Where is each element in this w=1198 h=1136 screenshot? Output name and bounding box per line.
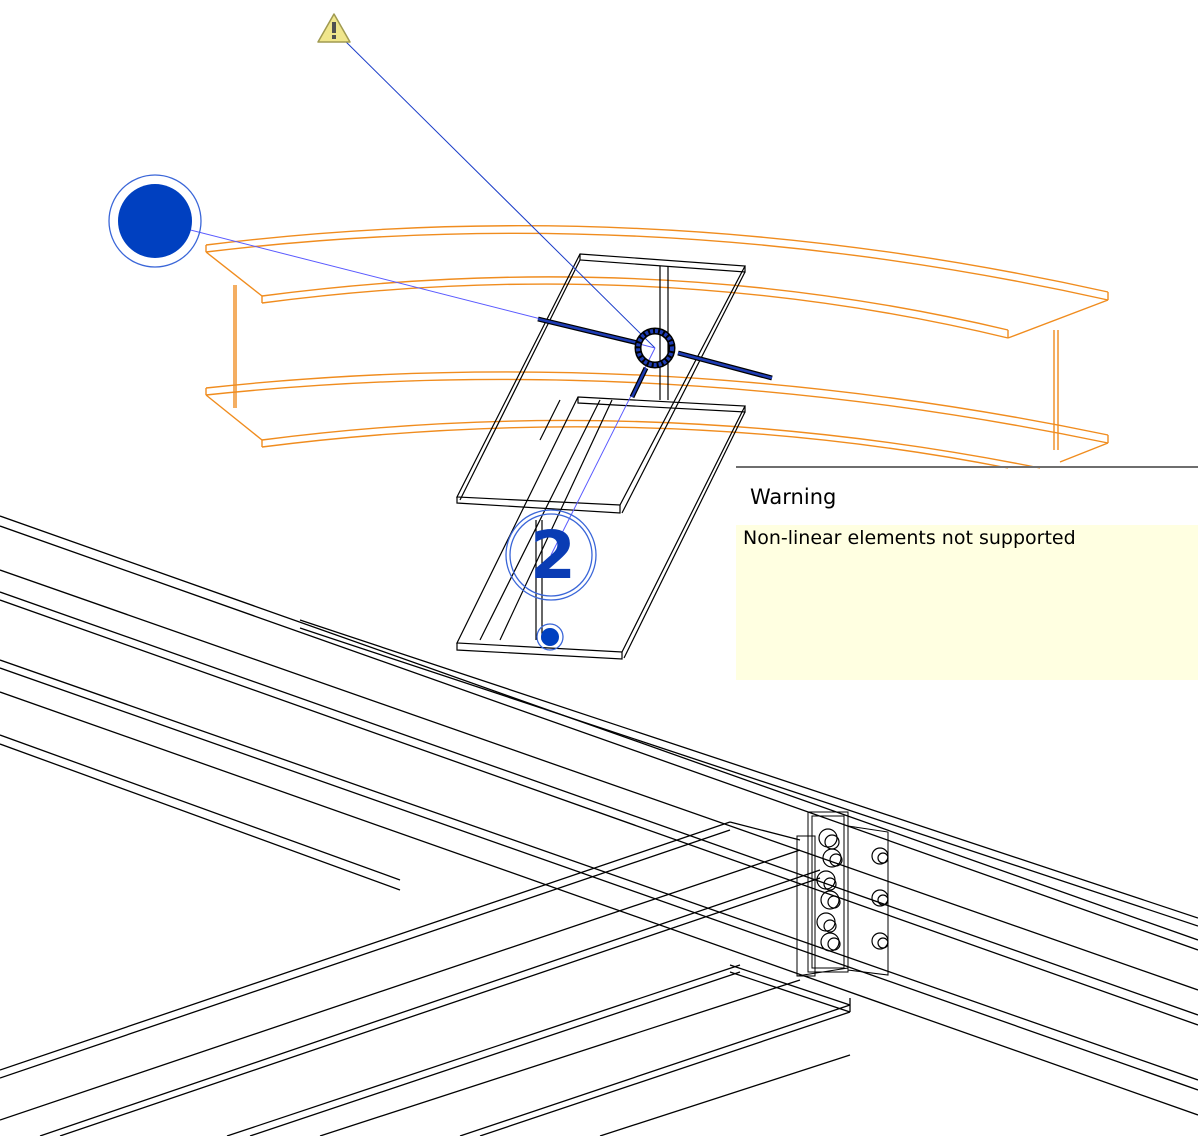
issue-marker-large[interactable] (108, 174, 202, 268)
tooltip-title: Warning (750, 485, 837, 509)
tooltip-body: Non-linear elements not supported (736, 525, 1198, 680)
bolt-group (816, 828, 889, 952)
warning-triangle-icon[interactable] (317, 13, 351, 43)
issue-marker-small[interactable] (536, 623, 564, 651)
bolted-connection[interactable] (796, 811, 889, 977)
issue-marker-numbered[interactable]: 2 (505, 509, 597, 601)
move-gizmo-icon[interactable] (537, 316, 773, 399)
wireframe-beams (0, 515, 1198, 1136)
tooltip-message: Non-linear elements not supported (743, 527, 1076, 549)
marker-number-label: 2 (530, 517, 576, 594)
tooltip-divider (736, 466, 1198, 468)
inclined-column[interactable] (456, 253, 746, 660)
leader-lines (154, 29, 656, 556)
warning-tooltip: Warning Non-linear elements not supporte… (736, 466, 1198, 682)
selected-curved-beam[interactable] (205, 225, 1109, 469)
